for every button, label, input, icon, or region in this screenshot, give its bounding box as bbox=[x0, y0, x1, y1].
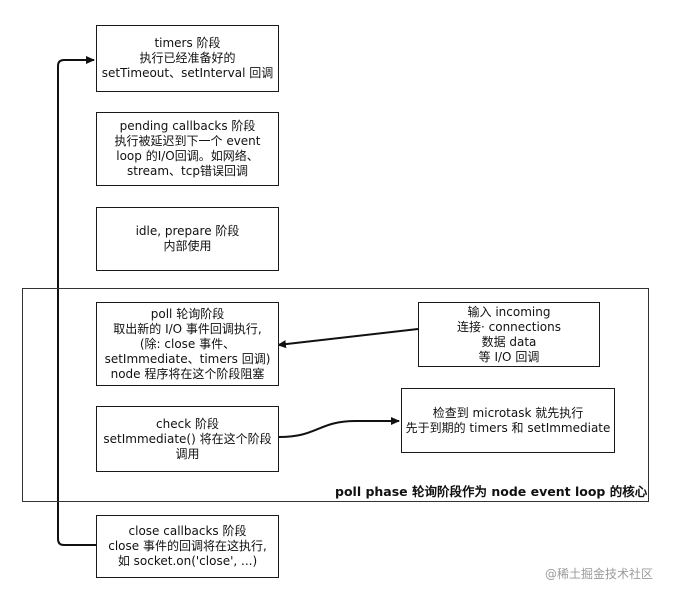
incoming-line-2: 连接· connections bbox=[457, 319, 561, 334]
close-phase-line-3: 如 socket.on('close', ...) bbox=[117, 554, 258, 568]
check-phase-line-3: 调用 bbox=[175, 446, 200, 461]
poll-phase-line-2: 取出新的 I/O 事件回调执行, bbox=[113, 321, 262, 336]
poll-phase-line-4: setImmediate、timers 回调) bbox=[104, 351, 271, 366]
poll-phase-line-1: poll 轮询阶段 bbox=[150, 306, 225, 321]
check-to-microtask-arrow bbox=[278, 417, 400, 438]
poll-phase-line-3: (除: close 事件、 bbox=[139, 336, 236, 351]
close-callbacks-phase-box: close callbacks 阶段 close 事件的回调将在这执行, 如 s… bbox=[96, 515, 279, 578]
idle-phase-line-2: 内部使用 bbox=[163, 239, 212, 253]
pending-phase-line-2: 执行被延迟到下一个 event bbox=[114, 134, 261, 148]
loop-back-arrow bbox=[57, 56, 96, 546]
close-phase-line-1: close callbacks 阶段 bbox=[128, 524, 247, 538]
incoming-line-1: 输入 incoming bbox=[467, 304, 551, 319]
check-phase-line-1: check 阶段 bbox=[156, 416, 219, 431]
check-phase-line-2: setImmediate() 将在这个阶段 bbox=[103, 431, 272, 446]
pending-phase-line-1: pending callbacks 阶段 bbox=[119, 119, 256, 133]
microtask-line-2: 先于到期的 timers 和 setImmediate bbox=[405, 420, 611, 435]
pending-phase-line-4: stream、tcp错误回调 bbox=[127, 164, 248, 178]
poll-phase-box: poll 轮询阶段 取出新的 I/O 事件回调执行, (除: close 事件、… bbox=[96, 302, 279, 386]
timers-phase-line-3: setTimeout、setInterval 回调 bbox=[101, 66, 274, 80]
incoming-io-box: 输入 incoming 连接· connections 数据 data 等 I/… bbox=[418, 302, 600, 367]
idle-prepare-phase-box: idle, prepare 阶段 内部使用 bbox=[96, 207, 279, 271]
poll-phase-line-5: node 程序将在这个阶段阻塞 bbox=[110, 366, 265, 381]
timers-phase-line-2: 执行已经准备好的 bbox=[139, 51, 236, 65]
microtask-line-1: 检查到 microtask 就先执行 bbox=[432, 405, 584, 420]
check-phase-box: check 阶段 setImmediate() 将在这个阶段 调用 bbox=[96, 406, 279, 472]
incoming-line-4: 等 I/O 回调 bbox=[478, 349, 540, 364]
pending-callbacks-phase-box: pending callbacks 阶段 执行被延迟到下一个 event loo… bbox=[96, 112, 279, 186]
microtask-box: 检查到 microtask 就先执行 先于到期的 timers 和 setImm… bbox=[401, 388, 615, 453]
incoming-to-poll-arrow bbox=[277, 328, 419, 349]
poll-phase-container bbox=[22, 288, 649, 502]
incoming-line-3: 数据 data bbox=[481, 334, 537, 349]
pending-phase-line-3: loop 的I/O回调。如网络、 bbox=[116, 149, 259, 163]
watermark-text: @稀土掘金技术社区 bbox=[545, 567, 654, 581]
timers-phase-box: timers 阶段 执行已经准备好的 setTimeout、setInterva… bbox=[96, 25, 279, 92]
close-phase-line-2: close 事件的回调将在这执行, bbox=[108, 539, 267, 553]
idle-phase-line-1: idle, prepare 阶段 bbox=[135, 224, 240, 238]
timers-phase-line-1: timers 阶段 bbox=[154, 36, 221, 50]
poll-phase-caption: poll phase 轮询阶段作为 node event loop 的核心 bbox=[335, 484, 648, 499]
